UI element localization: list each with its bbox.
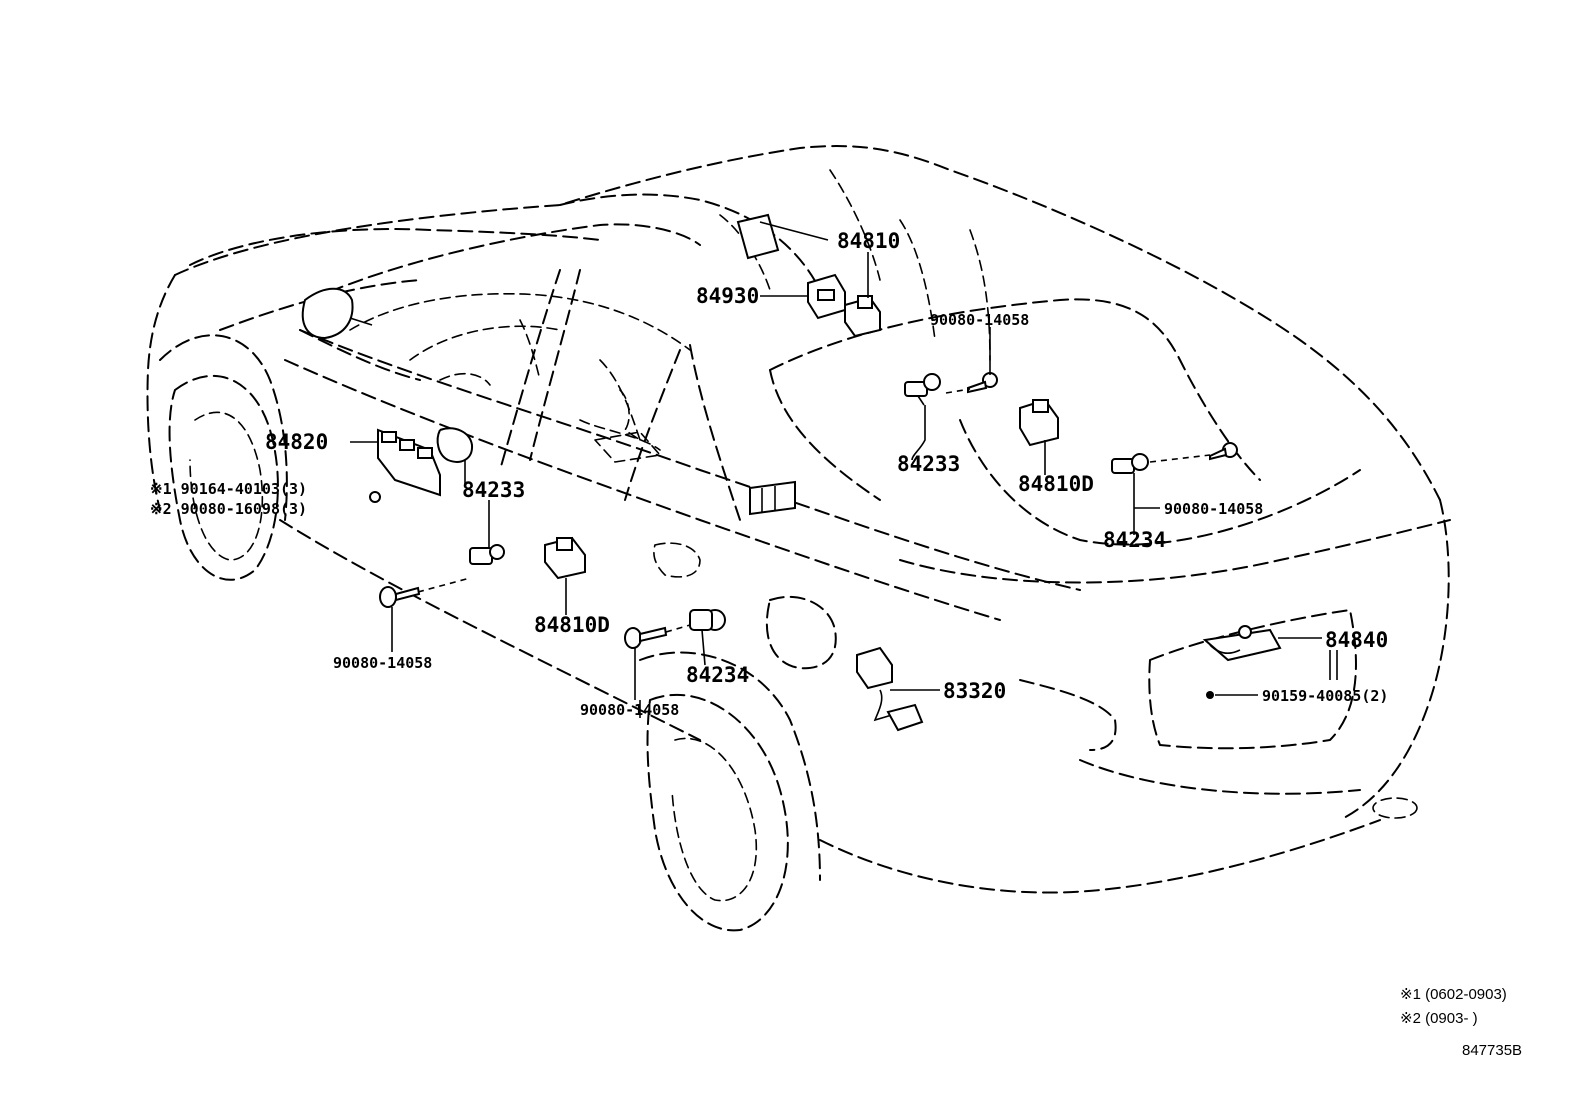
part-bolt-right-mid (1209, 442, 1238, 461)
callout-84234-right: 84234 (1103, 528, 1166, 552)
callout-84234-left: 84234 (686, 663, 749, 687)
part-switch-84810 (844, 295, 881, 338)
note-2: ※2 (0903- ) (1400, 1010, 1478, 1027)
part-handle-84840 (1202, 625, 1282, 662)
part-switch-84930 (807, 273, 846, 320)
callout-84810: 84810 (837, 229, 900, 253)
callout-84840: 84840 (1325, 628, 1388, 652)
callout-90159: 90159-40085(2) (1262, 687, 1388, 705)
callout-note2-part: ※2 90080-16098(3) (150, 500, 307, 518)
note-1: ※1 (0602-0903) (1400, 986, 1507, 1003)
callout-90080-top: 90080-14058 (930, 311, 1029, 329)
callout-84930: 84930 (696, 284, 759, 308)
callout-84810d-right: 84810D (1018, 472, 1094, 496)
diagram-code: 847735B (1462, 1042, 1522, 1059)
callout-90080-bottom: 90080-14058 (580, 701, 679, 719)
car-body-outline (146, 145, 1451, 932)
callout-90080-right: 90080-14058 (1164, 500, 1263, 518)
part-bolt-right-top (967, 372, 998, 394)
leader-lines (350, 221, 1338, 718)
callout-84810d-left: 84810D (534, 613, 610, 637)
part-bolt-bottom (624, 626, 668, 649)
part-switch-84810d-right (1019, 398, 1059, 447)
part-sensor-84233-left (469, 544, 505, 565)
callout-84820: 84820 (265, 430, 328, 454)
part-bolt-left (379, 586, 421, 608)
part-labels: 84810 84930 90080-14058 84233 84810D 900… (150, 229, 1388, 719)
part-switch-84810d-left (544, 536, 586, 580)
part-sensor-84234-right (1111, 453, 1149, 474)
callout-83320: 83320 (943, 679, 1006, 703)
callout-90080-left: 90080-14058 (333, 654, 432, 672)
part-sensor-84234-left (689, 609, 726, 631)
footnotes: ※1 (0602-0903) ※2 (0903- ) 847735B (1400, 986, 1522, 1059)
callout-note1-part: ※1 90164-40103(3) (150, 480, 307, 498)
part-screw-90159 (1206, 691, 1214, 699)
part-master-switch-84820 (377, 427, 474, 497)
callout-84233-left: 84233 (462, 478, 525, 502)
part-screw-note (369, 491, 381, 503)
part-sensor-83320 (856, 646, 924, 732)
part-sensor-84233-right (904, 373, 941, 406)
callout-84233-right: 84233 (897, 452, 960, 476)
